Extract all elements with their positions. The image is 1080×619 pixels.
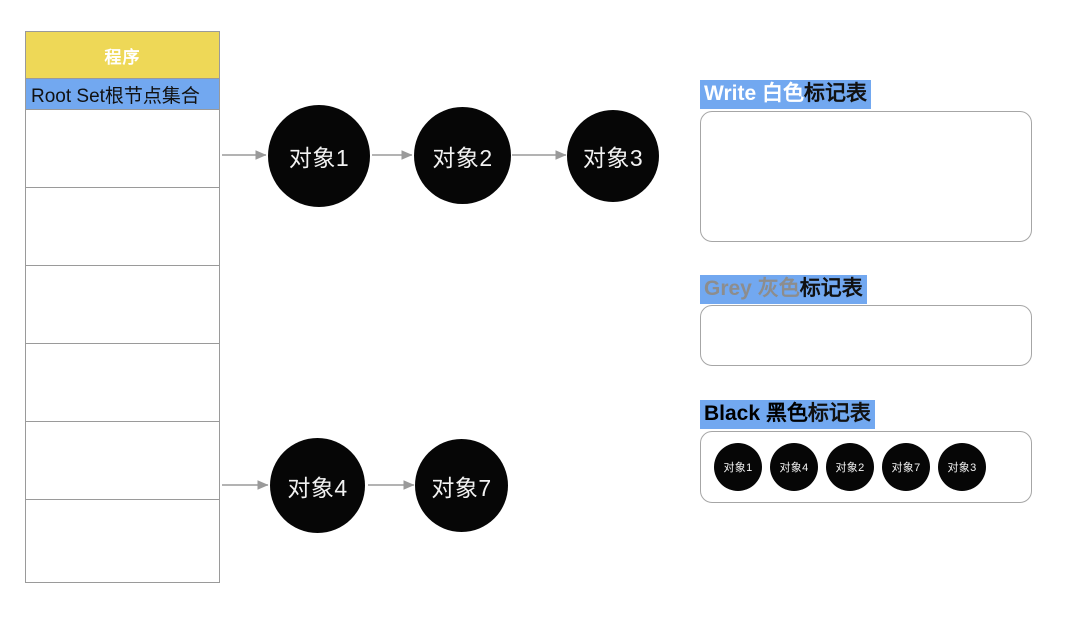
root-set-slot-row: [25, 344, 220, 422]
grey-mark-suffix: 标记表: [799, 277, 863, 300]
black-mark-table-group: Black 黑色标记表 对象1 对象4 对象2 对象7 对象3: [700, 400, 1032, 503]
white-mark-suffix: 标记表: [803, 82, 867, 105]
grey-mark-table-group: Grey 灰色标记表: [700, 275, 1032, 367]
object-node-obj2[interactable]: 对象2: [414, 107, 511, 204]
white-mark-color-word: 白色: [761, 82, 804, 105]
white-mark-table-group: Write 白色标记表: [700, 80, 1032, 242]
object-node-label: 对象7: [431, 474, 492, 501]
white-mark-table-box[interactable]: [700, 111, 1032, 242]
grey-mark-table-box[interactable]: [700, 305, 1032, 366]
root-set-header: Root Set根节点集合: [25, 79, 220, 110]
black-mark-color-word: 黑色: [765, 402, 808, 425]
black-mark-chip[interactable]: 对象2: [826, 443, 874, 491]
object-node-label: 对象1: [288, 145, 350, 171]
root-set-slot-row: [25, 110, 220, 188]
black-mark-chip-label: 对象3: [947, 462, 977, 474]
root-set-slot-row: [25, 422, 220, 500]
object-node-obj4[interactable]: 对象4: [270, 438, 365, 533]
black-mark-en-label: Black: [704, 402, 766, 425]
black-mark-chip[interactable]: 对象7: [882, 443, 930, 491]
object-node-obj1[interactable]: 对象1: [268, 105, 370, 207]
black-mark-table-label: Black 黑色标记表: [700, 400, 875, 430]
white-mark-table-label: Write 白色标记表: [700, 80, 871, 110]
object-node-label: 对象4: [287, 474, 348, 501]
black-mark-chip[interactable]: 对象3: [938, 443, 986, 491]
program-header: 程序: [25, 31, 220, 79]
object-node-obj7[interactable]: 对象7: [415, 439, 508, 532]
grey-mark-table-label: Grey 灰色标记表: [700, 275, 867, 305]
root-set-slot-row: [25, 188, 220, 266]
black-mark-chip[interactable]: 对象1: [714, 443, 762, 491]
grey-mark-en-label: Grey: [704, 277, 758, 300]
black-mark-chip-label: 对象2: [835, 462, 865, 474]
black-mark-chip-label: 对象1: [723, 462, 753, 474]
black-mark-chip-label: 对象7: [891, 462, 921, 474]
program-root-set-table: 程序 Root Set根节点集合: [25, 31, 220, 583]
program-header-label: 程序: [104, 47, 141, 67]
grey-mark-color-word: 灰色: [757, 277, 800, 300]
root-set-header-label: Root Set根节点集合: [31, 85, 200, 107]
white-mark-en-label: Write: [704, 82, 762, 105]
black-mark-chip-label: 对象4: [779, 462, 809, 474]
black-mark-chip[interactable]: 对象4: [770, 443, 818, 491]
black-mark-suffix: 标记表: [807, 402, 871, 425]
object-node-label: 对象3: [582, 145, 644, 171]
root-set-slot-row: [25, 500, 220, 583]
object-node-label: 对象2: [432, 144, 493, 171]
black-mark-chip-list: 对象1 对象4 对象2 对象7 对象3: [714, 443, 986, 491]
object-node-obj3[interactable]: 对象3: [567, 110, 659, 202]
root-set-slot-row: [25, 266, 220, 344]
